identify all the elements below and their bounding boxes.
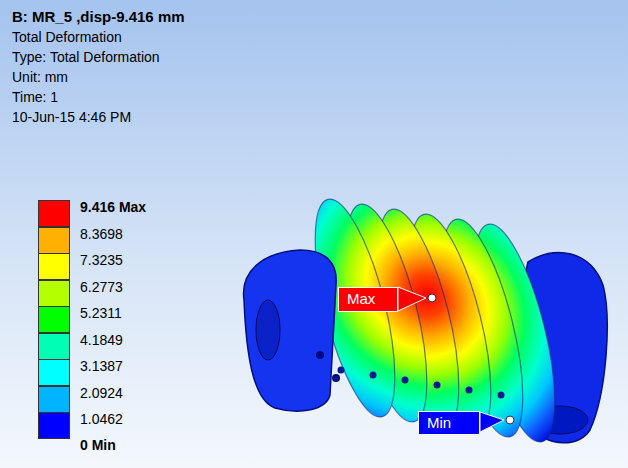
legend-value: 2.0924 [80,384,123,402]
legend-swatch [38,280,70,307]
legend-value: 4.1849 [80,331,123,349]
legend-swatch [38,359,70,386]
legend-value: 6.2773 [80,278,123,296]
callout-label: Min [427,414,451,431]
legend-swatch [38,306,70,333]
result-info: Time: 1 [12,88,58,106]
result-info: Unit: mm [12,68,68,86]
fin-hole [498,392,505,399]
legend-value: 5.2311 [80,304,122,322]
fin-hole [370,372,377,379]
legend-swatch [38,333,70,360]
legend-value: 1.0462 [80,410,123,428]
end-cap-face [256,300,280,360]
max-pointer [398,287,426,311]
fin-hole [466,387,473,394]
legend-swatch [38,386,70,413]
bolt-hole [316,351,324,359]
legend-swatch [38,227,70,254]
end-cap [244,250,337,411]
result-info: 10-Jun-15 4:46 PM [12,108,131,126]
callout-label: Max [347,290,375,307]
result-info: Type: Total Deformation [12,48,160,66]
max-marker [428,294,436,302]
legend-swatch [38,253,70,280]
legend-swatch [38,200,70,227]
fin-hole [402,377,409,384]
callout-box: Max [338,287,398,312]
legend-swatch [38,412,70,439]
legend-value: 7.3235 [80,251,123,269]
fin-hole [338,367,345,374]
legend-value: 9.416 Max [80,198,146,216]
min-pointer [480,412,504,432]
legend-value: 8.3698 [80,225,123,243]
bolt-hole [332,374,340,382]
callout-box: Min [418,411,480,435]
min-marker [506,416,514,424]
result-title: B: MR_5 ,disp-9.416 mm [12,8,185,26]
legend-min-value: 0 Min [80,436,116,454]
fin-hole [434,382,441,389]
legend-value: 3.1387 [80,357,123,375]
bellows-fins [299,192,571,449]
result-info: Total Deformation [12,28,122,46]
